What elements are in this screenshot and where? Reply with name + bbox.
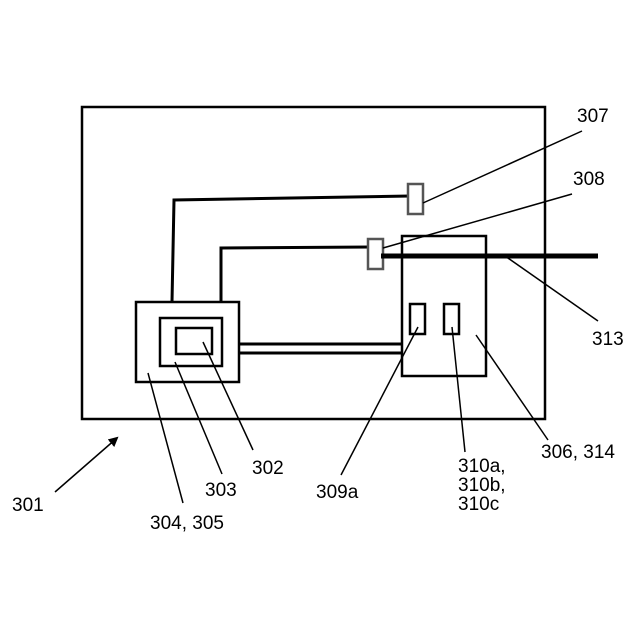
connector-307 [408,184,423,214]
label-301: 301 [12,495,44,516]
label-306-314: 306, 314 [541,442,615,463]
label-313: 313 [592,329,624,350]
label-302: 302 [252,458,284,479]
connector-308 [368,239,383,269]
label-310c: 310c [458,494,499,515]
label-307: 307 [577,106,609,127]
label-310b: 310b, [458,475,506,496]
arrow-301 [55,438,117,492]
label-304-305: 304, 305 [150,513,224,534]
label-308: 308 [573,169,605,190]
contact-310 [444,304,459,334]
label-310a: 310a, [458,456,506,477]
label-309a: 309a [316,482,359,503]
label-303: 303 [205,480,237,501]
